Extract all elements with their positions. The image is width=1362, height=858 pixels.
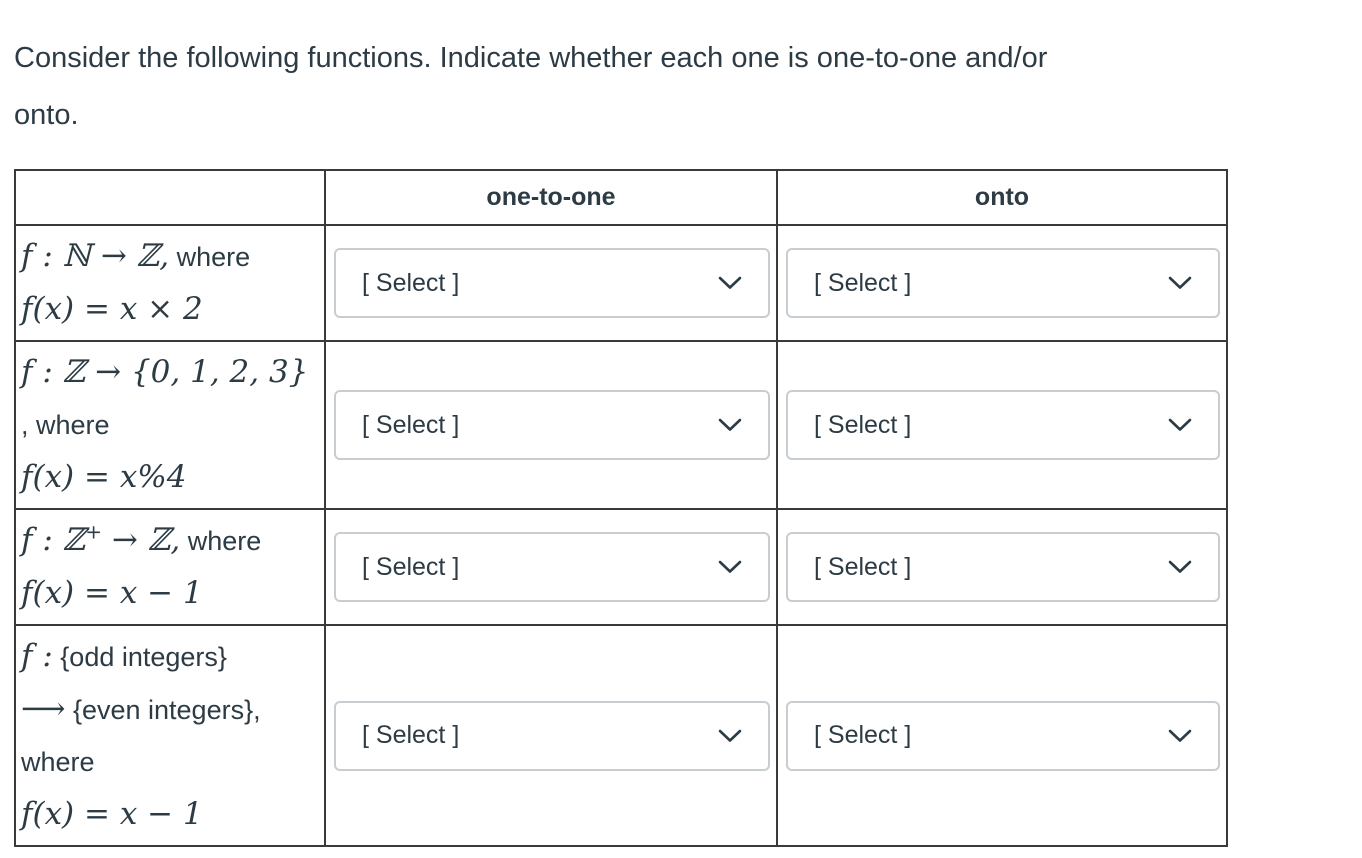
chevron-down-icon: [718, 276, 742, 289]
select-placeholder: [ Select ]: [814, 721, 912, 749]
math-expression: f : ℤ → {0, 1, 2, 3}: [21, 354, 309, 390]
onto-cell-1: [ Select ]: [776, 224, 1228, 342]
onto-select-row-2[interactable]: [ Select ]: [786, 390, 1220, 460]
onto-cell-3: [ Select ]: [776, 508, 1228, 626]
math-expression: f(x) = x − 1: [21, 796, 203, 832]
select-placeholder: [ Select ]: [362, 552, 460, 581]
header-row: one-to-one onto: [14, 169, 1228, 226]
question-text-line-2: onto.: [14, 99, 79, 131]
column-header-empty: [14, 169, 326, 226]
math-expression: where: [21, 747, 95, 777]
select-placeholder: [ Select ]: [814, 268, 912, 297]
math-expression: ⟶ {even integers},: [21, 691, 261, 727]
one-to-one-select-row-3[interactable]: [ Select ]: [334, 532, 770, 602]
function-cell-2: f : ℤ → {0, 1, 2, 3} , where f(x) = x%4: [14, 340, 326, 510]
chevron-down-icon: [1168, 418, 1192, 431]
onto-select-row-4[interactable]: [ Select ]: [786, 700, 1220, 771]
question-text-line-1: Consider the following functions. Indica…: [14, 42, 1048, 74]
one-to-one-select-row-1[interactable]: [ Select ]: [334, 248, 770, 318]
superscript-plus: +: [85, 519, 103, 544]
one-to-one-select-row-4[interactable]: [ Select ]: [334, 700, 770, 771]
one-to-one-cell-2: [ Select ]: [324, 340, 778, 510]
one-to-one-cell-3: [ Select ]: [324, 508, 778, 626]
chevron-down-icon: [1168, 729, 1192, 742]
function-cell-3: f : ℤ+ → ℤ, where f(x) = x − 1: [14, 508, 326, 626]
onto-cell-2: [ Select ]: [776, 340, 1228, 510]
onto-select-row-1[interactable]: [ Select ]: [786, 248, 1220, 318]
select-placeholder: [ Select ]: [362, 721, 460, 749]
math-expression: f(x) = x × 2: [21, 291, 203, 327]
chevron-down-icon: [718, 418, 742, 431]
function-cell-1: f : ℕ → ℤ, where f(x) = x × 2: [14, 224, 326, 342]
table-row: f : ℕ → ℤ, where f(x) = x × 2 [ Select ]…: [14, 224, 1228, 342]
one-to-one-cell-4: [ Select ]: [324, 624, 778, 847]
onto-select-row-3[interactable]: [ Select ]: [786, 532, 1220, 602]
chevron-down-icon: [1168, 560, 1192, 573]
chevron-down-icon: [718, 560, 742, 573]
math-expression: f(x) = x − 1: [21, 575, 203, 611]
select-placeholder: [ Select ]: [814, 552, 912, 581]
table-row: f : {odd integers} ⟶ {even integers}, wh…: [14, 624, 1228, 847]
math-expression: f : ℤ+ → ℤ, where: [21, 519, 262, 558]
select-placeholder: [ Select ]: [362, 410, 460, 439]
math-expression: f(x) = x%4: [21, 459, 187, 495]
function-cell-4: f : {odd integers} ⟶ {even integers}, wh…: [14, 624, 326, 847]
select-placeholder: [ Select ]: [362, 268, 460, 297]
one-to-one-select-row-2[interactable]: [ Select ]: [334, 390, 770, 460]
math-expression: f : {odd integers}: [21, 638, 227, 674]
table-row: f : ℤ+ → ℤ, where f(x) = x − 1 [ Select …: [14, 508, 1228, 626]
chevron-down-icon: [718, 729, 742, 742]
select-placeholder: [ Select ]: [814, 410, 912, 439]
column-header-onto: onto: [776, 169, 1228, 226]
one-to-one-cell-1: [ Select ]: [324, 224, 778, 342]
onto-cell-4: [ Select ]: [776, 624, 1228, 847]
functions-table: one-to-one onto f : ℕ → ℤ, where f(x) = …: [14, 169, 1228, 847]
column-header-one-to-one: one-to-one: [324, 169, 778, 226]
table-row: f : ℤ → {0, 1, 2, 3} , where f(x) = x%4 …: [14, 340, 1228, 510]
chevron-down-icon: [1168, 276, 1192, 289]
math-expression: f : ℕ → ℤ, where: [21, 238, 251, 274]
question-text: Consider the following functions. Indica…: [14, 30, 1352, 144]
math-expression: , where: [21, 410, 110, 440]
